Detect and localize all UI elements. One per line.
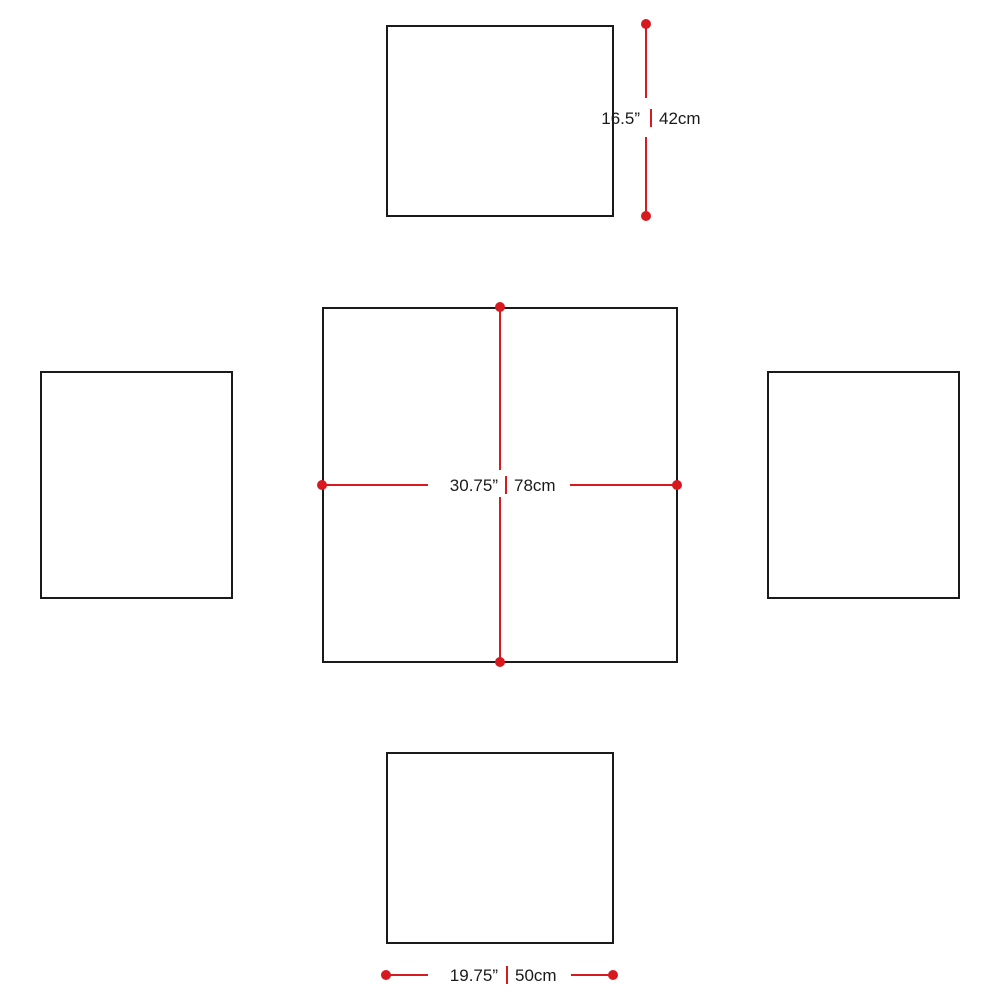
chair-depth-endpoint-bottom — [641, 211, 651, 221]
chair-depth-metric-label: 42cm — [659, 109, 701, 128]
chair-width-imperial-label: 19.75” — [450, 966, 499, 985]
chair-depth-endpoint-top — [641, 19, 651, 29]
bottom-chair-outline — [386, 752, 614, 944]
top-chair-outline — [386, 25, 614, 217]
table-imperial-label: 30.75” — [450, 476, 499, 495]
chair-width-dimension: 19.75” 50cm — [381, 966, 618, 985]
chair-depth-imperial-label: 16.5” — [601, 109, 640, 128]
chair-depth-dimension: 16.5” 42cm — [601, 19, 701, 221]
chair-width-endpoint-right — [608, 970, 618, 980]
table-metric-label: 78cm — [514, 476, 556, 495]
table-width-endpoint-right — [672, 480, 682, 490]
chair-width-endpoint-left — [381, 970, 391, 980]
left-chair-outline — [40, 371, 233, 599]
table-depth-endpoint-top — [495, 302, 505, 312]
table-dimension: 30.75” 78cm — [317, 302, 682, 667]
table-depth-endpoint-bottom — [495, 657, 505, 667]
table-width-endpoint-left — [317, 480, 327, 490]
chair-width-metric-label: 50cm — [515, 966, 557, 985]
right-chair-outline — [767, 371, 960, 599]
